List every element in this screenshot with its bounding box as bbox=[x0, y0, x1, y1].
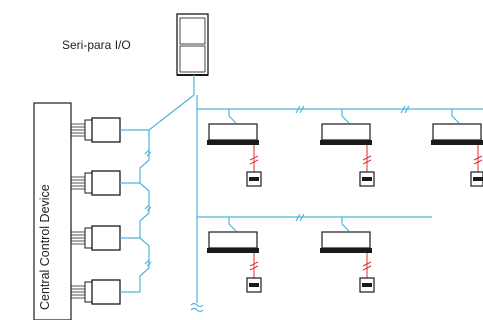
adapter-chain-1 bbox=[139, 130, 150, 183]
seri-para-io-unit-icon bbox=[176, 13, 209, 76]
indoor-unit-5 bbox=[320, 231, 372, 253]
drop-upper-3 bbox=[451, 109, 460, 124]
adapter-module-2 bbox=[71, 170, 121, 196]
adapter-module-1 bbox=[71, 117, 121, 143]
trunk-continuation-mark bbox=[190, 302, 204, 313]
drop-upper-1 bbox=[228, 109, 237, 124]
remote-controller-5 bbox=[359, 277, 375, 293]
indoor-unit-4 bbox=[207, 231, 259, 253]
indoor-unit-1 bbox=[207, 123, 259, 145]
transmission-bus bbox=[120, 75, 483, 313]
remote-wiring bbox=[249, 145, 483, 278]
drop-upper-2 bbox=[341, 109, 350, 124]
adapter-module-4 bbox=[71, 279, 121, 305]
central-control-device-label: Central Control Device bbox=[38, 184, 52, 310]
indoor-unit-2 bbox=[320, 123, 372, 145]
seri-para-io-label: Seri-para I/O bbox=[62, 38, 131, 52]
adapter-chain-2 bbox=[139, 182, 150, 238]
adapter-chain-3 bbox=[139, 237, 150, 292]
drop-lower-2 bbox=[341, 217, 350, 232]
remote-controller-4 bbox=[246, 277, 262, 293]
indoor-unit-3 bbox=[431, 123, 483, 145]
remote-controller-3 bbox=[470, 171, 483, 187]
adapter-module-3 bbox=[71, 225, 121, 251]
io-to-adapter-line bbox=[148, 94, 195, 131]
central-control-device: Central Control Device bbox=[33, 102, 72, 320]
remote-controller-2 bbox=[359, 171, 375, 187]
remote-controller-1 bbox=[246, 171, 262, 187]
drop-lower-1 bbox=[228, 217, 237, 232]
